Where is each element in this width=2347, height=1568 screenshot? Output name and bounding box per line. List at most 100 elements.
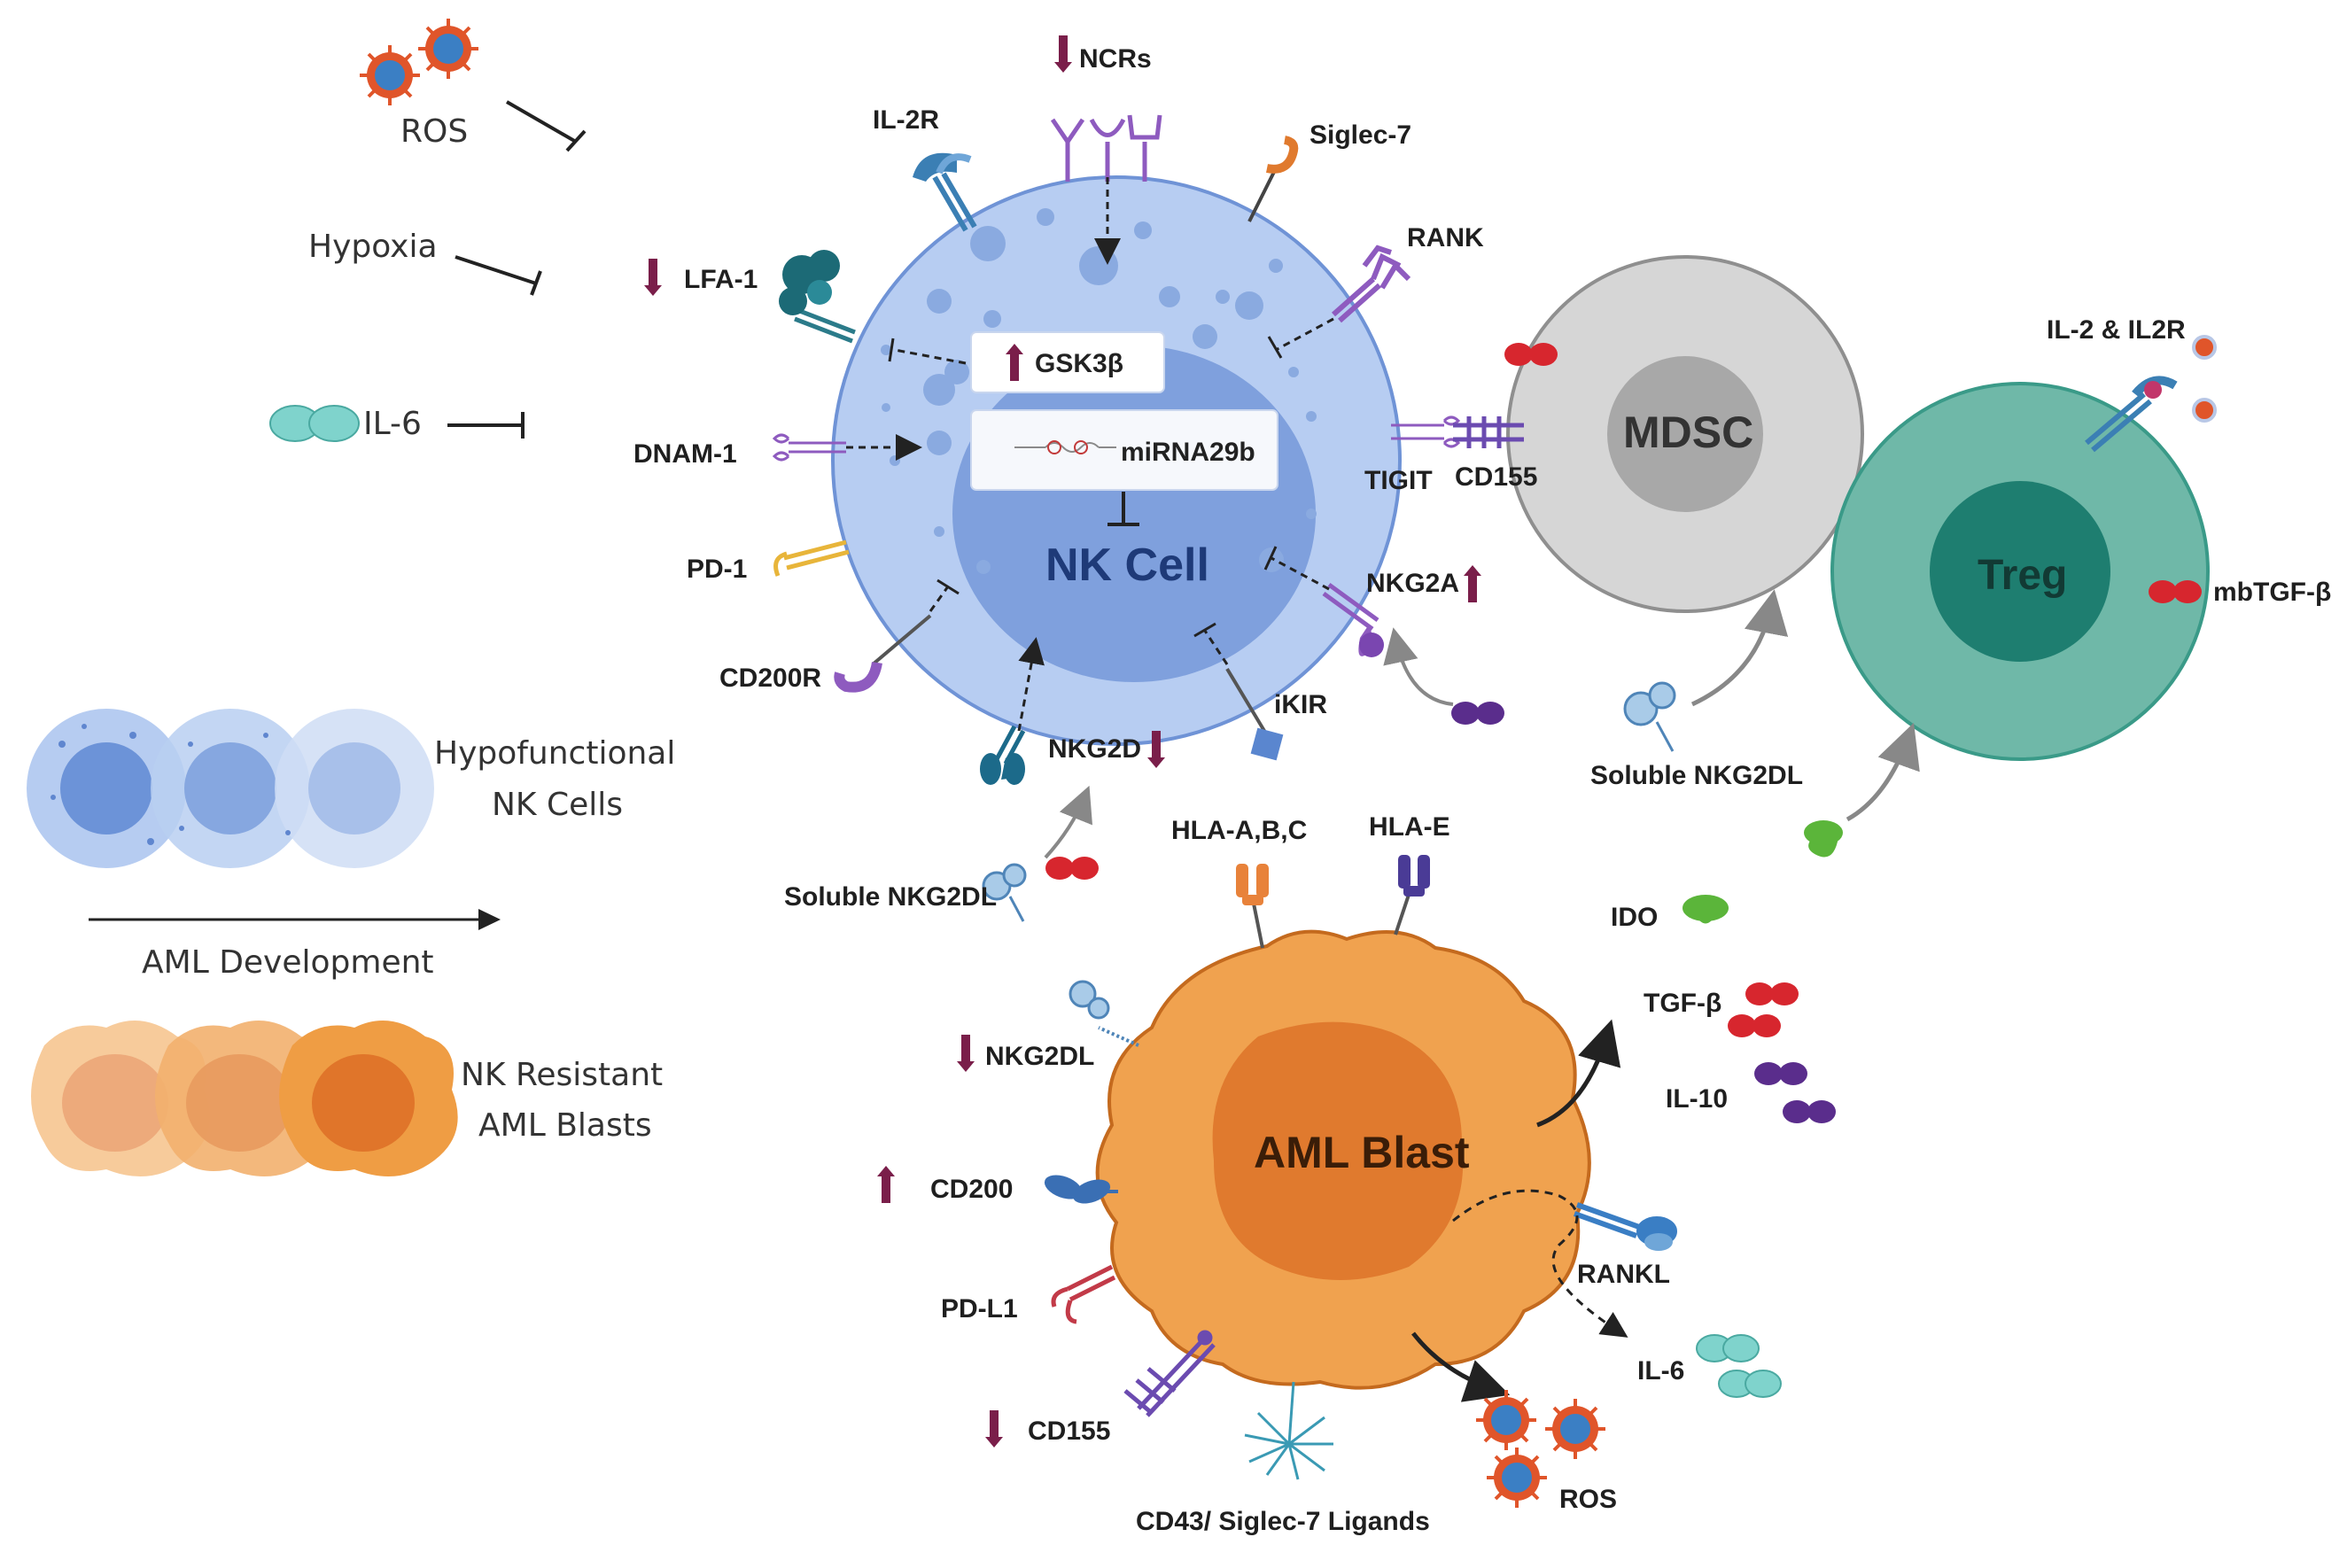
nkg2d-label: NKG2D: [1048, 734, 1141, 764]
ido-factor: IDO: [1611, 895, 1729, 932]
mdsc-title: MDSC: [1623, 408, 1753, 457]
inhibit-line: [455, 255, 537, 285]
il10-label: IL-10: [1666, 1084, 1728, 1114]
cd200-molecule: [1044, 1175, 1118, 1204]
resistant-label-2: AML Blasts: [478, 1107, 652, 1144]
cd155-molecule: [1123, 1330, 1216, 1417]
hla-abc-molecule: [1236, 864, 1269, 949]
red-ligand-icon: [1045, 857, 1099, 880]
il6-icon: [269, 405, 360, 442]
ikir-label: iKIR: [1274, 690, 1327, 719]
treg-title: Treg: [1978, 552, 2067, 599]
cd200r-label: CD200R: [719, 664, 821, 693]
mirna-box: [970, 409, 1278, 491]
ikir-receptor: [1225, 667, 1284, 761]
nkg2a-label: NKG2A: [1366, 569, 1459, 598]
ros-icon: [1474, 1388, 1538, 1452]
il10-icon: [1783, 1100, 1836, 1123]
mbtgfb-label: mbTGF-β: [2213, 578, 2331, 607]
nkg2dl-molecule: [1069, 980, 1139, 1047]
ncrs-receptor: [1050, 114, 1162, 182]
dnam1-receptor: [772, 433, 846, 462]
hypofunctional-label-1: Hypofunctional: [434, 735, 675, 772]
ros-label: ROS: [400, 113, 468, 150]
lfa1-receptor: [779, 250, 856, 344]
il10-icon: [1754, 1062, 1807, 1085]
ncrs-label: NCRs: [1079, 44, 1152, 74]
hla-abc-label: HLA-A,B,C: [1171, 816, 1307, 845]
legend-il6: IL-6: [269, 405, 525, 442]
granules: [881, 208, 1317, 574]
tgfb-label: TGF-β: [1644, 989, 1721, 1018]
hypofunctional-label-2: NK Cells: [492, 787, 623, 823]
mirna-label: miRNA29b: [1121, 438, 1255, 467]
ido-label: IDO: [1611, 903, 1658, 932]
gsk3b-box: [970, 331, 1165, 393]
nkg2a-receptor: [1322, 582, 1384, 657]
ros-aml-label: ROS: [1559, 1485, 1617, 1514]
cd155-aml-label: CD155: [1028, 1417, 1110, 1446]
down-arrow-icon: [644, 259, 662, 296]
nkg2dl-label: NKG2DL: [985, 1042, 1094, 1071]
rank-receptor: [1332, 245, 1411, 323]
il6-icon: [1696, 1334, 1782, 1398]
resistant-label-1: NK Resistant: [461, 1057, 663, 1093]
cd155-mdsc-label: CD155: [1455, 462, 1537, 492]
ido-to-treg: [1804, 722, 1920, 858]
il2r-treg-receptor: [2085, 376, 2178, 453]
hla-e-label: HLA-E: [1369, 812, 1450, 842]
purple-ligand-icon: [1451, 702, 1504, 725]
soluble-nkg2dl-left: Soluble NKG2DL: [784, 785, 1099, 922]
dnam1-label: DNAM-1: [633, 439, 737, 469]
tgfb-factor: TGF-β: [1644, 982, 1799, 1037]
legend-ros: ROS: [358, 17, 587, 152]
tigit-receptor: [1391, 415, 1461, 448]
il2-il2r-label: IL-2 & IL2R: [2047, 315, 2186, 345]
tgfb-icon: [1745, 982, 1799, 1005]
hla-e-molecule: [1394, 855, 1430, 935]
cd43-label: CD43/ Siglec-7 Ligands: [1136, 1507, 1430, 1536]
aml-blast-title: AML Blast: [1254, 1128, 1470, 1177]
aml-development-label: AML Development: [142, 944, 434, 981]
pdl1-label: PD-L1: [941, 1294, 1018, 1323]
ros-icon: [1543, 1397, 1607, 1461]
rank-label: RANK: [1407, 223, 1484, 252]
il2-icon: [2192, 335, 2217, 360]
il2r-label: IL-2R: [873, 105, 939, 135]
up-arrow-icon: [877, 1166, 895, 1203]
ros-factor: ROS: [1474, 1388, 1617, 1514]
treg-cell: Treg IL-2 & IL2R mbTGF-β: [1830, 315, 2331, 761]
ros-icon: [416, 17, 480, 81]
pdl1-molecule: [1051, 1264, 1116, 1324]
hypoxia-label: Hypoxia: [308, 229, 438, 265]
gsk3b-label: GSK3β: [1035, 349, 1123, 378]
down-arrow-icon: [1054, 35, 1072, 73]
up-arrow-icon: [1464, 565, 1481, 602]
nkg2d-receptor: [980, 725, 1026, 785]
nk-resistant-aml-blasts: NK Resistant AML Blasts: [31, 1021, 663, 1176]
nk-cell: GSK3β miRNA29b NK Cell NCRs: [633, 35, 1484, 785]
soluble-nkg2dl-left-label: Soluble NKG2DL: [784, 882, 997, 912]
soluble-nkg2dl-right: Soluble NKG2DL: [1590, 589, 1803, 790]
il6-factor: IL-6: [1637, 1334, 1782, 1398]
tigit-label: TIGIT: [1364, 466, 1433, 495]
siglec7-receptor: [1247, 136, 1299, 222]
cd200-label: CD200: [930, 1175, 1013, 1204]
lfa1-label: LFA-1: [684, 265, 758, 294]
cd200r-receptor: [834, 614, 932, 693]
legend-hypoxia: Hypoxia: [308, 229, 542, 296]
down-arrow-icon: [957, 1035, 975, 1072]
mdsc-cell: MDSC CD155: [1453, 255, 1864, 613]
cd43-ligand: [1244, 1381, 1333, 1480]
il2r-receptor: [913, 152, 977, 232]
inhibit-line: [506, 100, 577, 144]
siglec7-label: Siglec-7: [1310, 120, 1411, 150]
pd1-receptor: [773, 539, 850, 577]
aml-development-arrow: AML Development: [89, 909, 501, 981]
cd155-receptor: [1453, 416, 1524, 448]
il6-aml-label: IL-6: [1637, 1356, 1684, 1386]
rankl-label: RANKL: [1577, 1260, 1670, 1289]
tgfb-icon: [1728, 1014, 1781, 1037]
il2-icon: [2192, 398, 2217, 423]
